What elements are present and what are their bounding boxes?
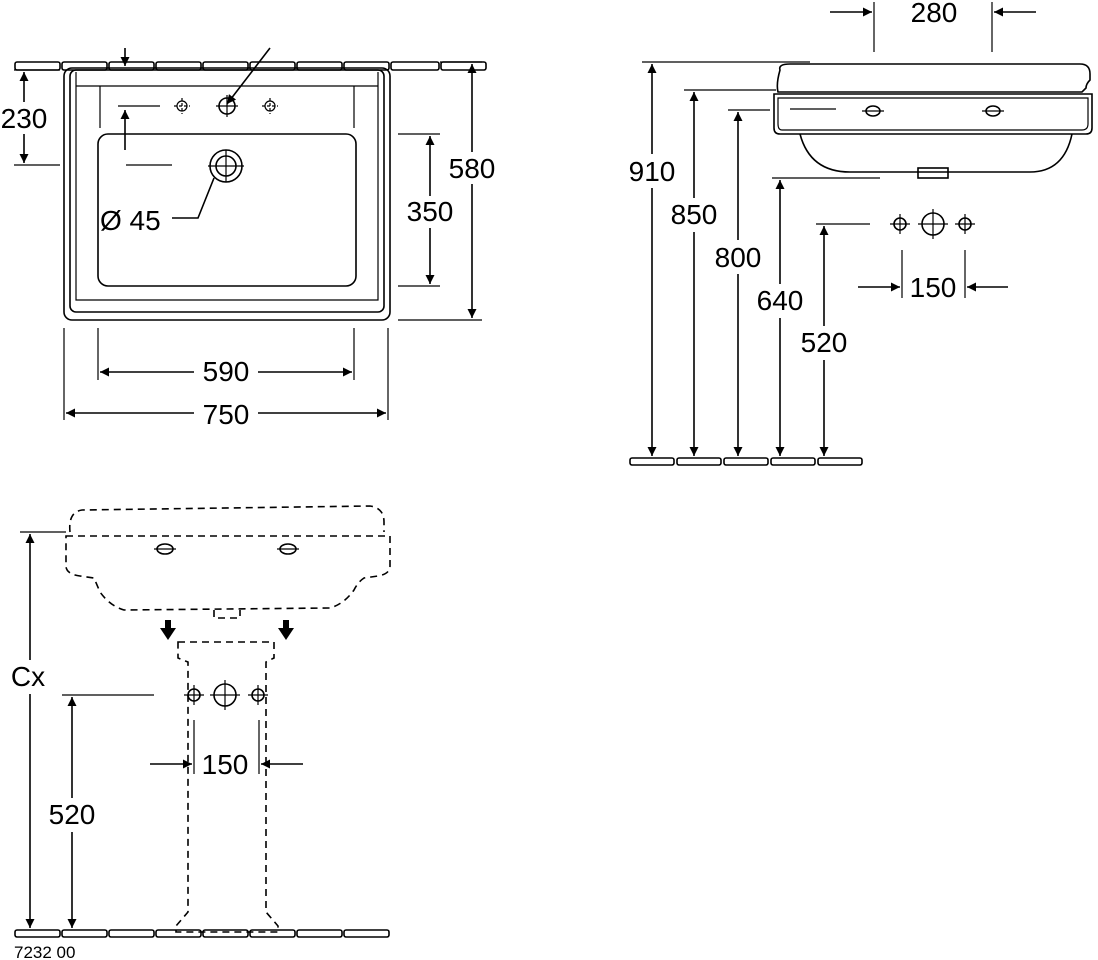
dim-height-800: 800 xyxy=(715,242,762,273)
basin-body-side xyxy=(773,63,1093,179)
tap-holes-top xyxy=(118,95,278,117)
dim-total-depth-580: 580 xyxy=(449,153,496,184)
floor-tiles-side xyxy=(629,457,863,466)
pedestal-view: Cx 520 150 xyxy=(8,505,391,938)
dim-height-520: 520 xyxy=(801,327,848,358)
top-view: 230 Ø 45 350 580 590 750 xyxy=(0,47,500,430)
dim-hole-spacing-150: 150 xyxy=(910,272,957,303)
drain-top xyxy=(126,149,244,219)
pedestal-holes xyxy=(184,680,268,710)
dim-drain-diameter: Ø 45 xyxy=(100,205,161,236)
floor-tiles-pedestal xyxy=(14,929,390,938)
side-view: 280 910 850 800 640 520 xyxy=(620,0,1093,466)
dim-inner-width-590: 590 xyxy=(203,356,250,387)
dim-height-640: 640 xyxy=(757,285,804,316)
product-code: 7232 00 xyxy=(14,943,75,960)
basin-dashed xyxy=(65,505,391,619)
dim-total-width-750: 750 xyxy=(203,399,250,430)
dim-top-width-280: 280 xyxy=(911,0,958,28)
wall-connection-holes xyxy=(890,209,975,239)
dim-connection-height-520: 520 xyxy=(49,799,96,830)
dim-height-cx: Cx xyxy=(11,661,45,692)
basin-outline-top xyxy=(63,67,391,321)
dim-pedestal-hole-spacing-150: 150 xyxy=(202,749,249,780)
dim-height-850: 850 xyxy=(671,199,718,230)
dim-bowl-depth-350: 350 xyxy=(407,196,454,227)
mount-arrows xyxy=(160,620,294,640)
dim-height-910: 910 xyxy=(629,156,676,187)
pedestal-dashed xyxy=(175,641,279,933)
dim-depth-230: 230 xyxy=(1,103,48,134)
